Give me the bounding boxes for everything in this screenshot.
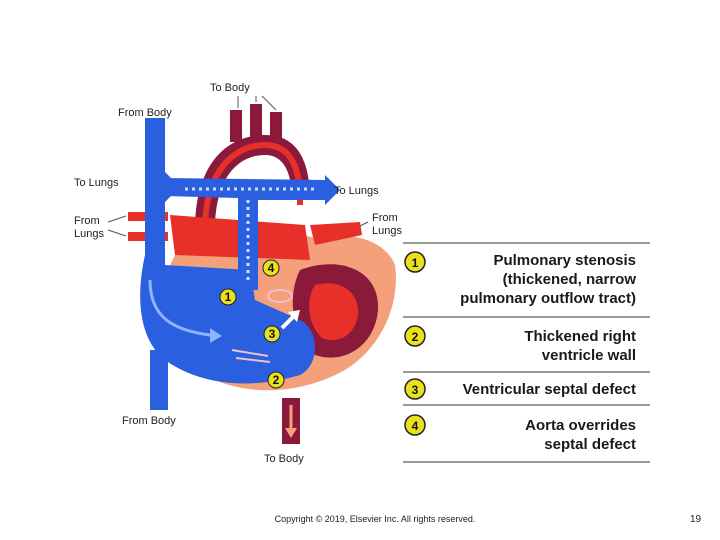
- aorta-branch-2: [250, 104, 262, 140]
- from-lungs-right-pointers: [359, 221, 369, 227]
- svg-text:Aorta overrides: Aorta overrides: [525, 417, 636, 434]
- to-body-pointers: [237, 95, 277, 111]
- svg-text:1: 1: [412, 256, 419, 270]
- label-from-lungs-left-line1: From: [74, 215, 100, 227]
- label-to-body-bottom: To Body: [264, 453, 304, 465]
- aorta-branch-3: [270, 112, 282, 142]
- svg-text:(thickened, narrow: (thickened, narrow: [503, 271, 637, 288]
- svg-text:2: 2: [412, 330, 419, 344]
- from-lungs-left-pointers: [107, 215, 127, 237]
- marker-2: 2: [267, 371, 285, 389]
- svg-text:pulmonary outflow tract): pulmonary outflow tract): [460, 290, 636, 307]
- marker-4: 4: [262, 259, 280, 277]
- label-from-lungs-right-line1: From: [372, 212, 398, 224]
- tricuspid-valve: [231, 349, 271, 363]
- svg-text:Ventricular septal defect: Ventricular septal defect: [463, 381, 636, 398]
- blood-flow-arrow-right-ventricle: [148, 279, 211, 337]
- svg-text:4: 4: [412, 419, 419, 433]
- septal-defect-arrowhead: [288, 310, 300, 322]
- page-number: 19: [690, 514, 702, 525]
- label-to-lungs-left: To Lungs: [74, 177, 119, 189]
- descending-aorta-arrowhead: [285, 428, 297, 438]
- right-atrium-ventricle: [140, 255, 315, 384]
- svg-text:septal defect: septal defect: [544, 436, 636, 453]
- pulmonary-artery-right-end: [325, 175, 340, 205]
- blood-flow-arrowhead-right-ventricle: [210, 328, 222, 343]
- pulmonary-artery-branches: [165, 178, 325, 210]
- label-to-body-top: To Body: [210, 82, 250, 94]
- legend: 1 Pulmonary stenosis (thickened, narrow …: [403, 242, 650, 463]
- left-ventricle-inner: [309, 283, 359, 341]
- aortic-arch: [195, 135, 310, 230]
- svg-text:1: 1: [225, 290, 232, 304]
- pulmonary-artery-left-end: [165, 172, 180, 202]
- legend-item-3: 3 Ventricular septal defect: [404, 378, 636, 400]
- copyright-notice: Copyright © 2019, Elsevier Inc. All righ…: [274, 514, 476, 524]
- inferior-vena-cava: [150, 350, 168, 410]
- legend-item-1: 1 Pulmonary stenosis (thickened, narrow …: [404, 251, 637, 307]
- svg-text:2: 2: [273, 373, 280, 387]
- marker-3: 3: [263, 325, 281, 343]
- legend-item-4: 4 Aorta overrides septal defect: [404, 414, 636, 453]
- svg-text:4: 4: [268, 261, 275, 275]
- label-from-body-top: From Body: [118, 107, 172, 119]
- svg-text:Pulmonary stenosis: Pulmonary stenosis: [493, 252, 636, 269]
- pulmonary-valve: [267, 289, 293, 303]
- svg-text:ventricle wall: ventricle wall: [542, 347, 636, 364]
- label-to-lungs-right: To Lungs: [334, 185, 379, 197]
- septal-defect-arrow: [280, 314, 296, 330]
- marker-1: 1: [219, 288, 237, 306]
- aorta-branch-1: [230, 110, 242, 142]
- label-from-lungs-left-line2: Lungs: [74, 228, 104, 240]
- legend-item-2: 2 Thickened right ventricle wall: [404, 325, 636, 364]
- svg-text:Thickened right: Thickened right: [524, 328, 636, 345]
- label-from-body-bottom: From Body: [122, 415, 176, 427]
- superior-vena-cava: [145, 118, 165, 273]
- svg-text:3: 3: [412, 383, 419, 397]
- pulmonary-vein-right: [310, 222, 362, 245]
- svg-text:3: 3: [269, 327, 276, 341]
- label-from-lungs-right-line2: Lungs: [372, 225, 402, 237]
